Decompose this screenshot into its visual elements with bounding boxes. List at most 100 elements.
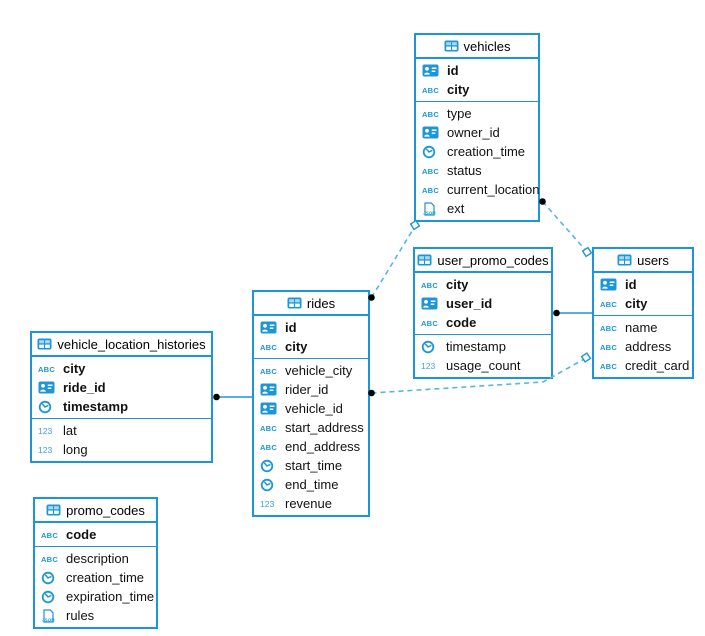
column-row[interactable]: ABC code [415,313,551,332]
person-badge-icon [38,381,59,394]
table-header[interactable]: rides [254,292,368,316]
svg-text:ABC: ABC [260,367,277,376]
abc-icon: ABC [260,366,281,376]
column-row[interactable]: ABC description [35,549,156,568]
primary-key-section: ABC city ride_id timestamp [32,357,211,419]
table-name: vehicles [463,38,511,54]
column-name: type [447,106,472,121]
svg-text:123: 123 [38,426,53,436]
column-row[interactable]: 123 revenue [254,494,368,513]
column-row[interactable]: id [416,61,538,80]
clock-icon [260,459,281,473]
column-row[interactable]: ABC end_address [254,437,368,456]
column-name: start_address [285,420,364,435]
columns-section: ABC type owner_id creation_time ABC stat… [416,102,540,220]
column-row[interactable]: ABC city [416,80,538,99]
svg-text:ABC: ABC [422,186,439,195]
column-row[interactable]: end_time [254,475,368,494]
column-name: owner_id [447,125,500,140]
column-row[interactable]: 123 lat [32,421,211,440]
column-row[interactable]: creation_time [35,568,156,587]
column-name: lat [63,423,77,438]
column-row[interactable]: id [254,318,368,337]
svg-text:ABC: ABC [422,86,439,95]
column-row[interactable]: expiration_time [35,587,156,606]
person-badge-icon [260,383,281,396]
table-header[interactable]: users [594,249,692,273]
column-row[interactable]: 123 long [32,440,211,459]
abc-icon: ABC [421,280,442,290]
relation-user-promo-codes-users[interactable] [553,309,592,317]
table-promo-codes[interactable]: promo_codes ABC code ABC description cre… [33,497,158,629]
primary-key-section: id ABC city [416,59,538,102]
columns-section: ABC name ABC address ABC credit_card [594,316,692,377]
columns-section: 123 lat 123 long [32,419,211,461]
column-name: vehicle_city [285,363,353,378]
column-row[interactable]: ABC city [415,275,551,294]
column-row[interactable]: JSON ext [416,199,538,218]
column-name: address [625,339,672,354]
column-row[interactable]: timestamp [32,397,211,416]
column-row[interactable]: rider_id [254,380,368,399]
column-row[interactable]: ABC status [416,161,538,180]
column-row[interactable]: id [594,275,692,294]
column-name: usage_count [446,358,521,373]
column-name: id [285,320,297,335]
column-row[interactable]: ABC city [32,359,211,378]
column-name: creation_time [66,570,145,585]
column-name: expiration_time [66,589,155,604]
table-name: rides [306,295,336,311]
table-users[interactable]: users id ABC city ABC name ABC address A… [592,247,694,379]
table-vehicles[interactable]: vehicles id ABC city ABC type owner_id [414,33,540,222]
column-row[interactable]: ABC address [594,337,692,356]
column-name: current_location [447,182,540,197]
primary-key-section: id ABC city [594,273,692,316]
column-row[interactable]: ABC name [594,318,692,337]
column-row[interactable]: start_time [254,456,368,475]
table-rides[interactable]: rides id ABC city ABC vehicle_city rider… [252,290,370,517]
column-name: code [446,315,477,330]
column-row[interactable]: ABC vehicle_city [254,361,368,380]
column-row[interactable]: JSON rules [35,606,156,625]
abc-icon: ABC [422,85,443,95]
column-row[interactable]: ABC city [594,294,692,313]
table-header[interactable]: vehicles [416,35,538,59]
abc-icon: ABC [38,364,59,374]
column-row[interactable]: creation_time [416,142,538,161]
svg-text:ABC: ABC [600,343,617,352]
column-name: city [446,277,469,292]
column-name: status [447,163,482,178]
table-user-promo-codes[interactable]: user_promo_codes ABC city user_id ABC co… [413,247,553,379]
column-name: end_time [285,477,339,492]
column-name: description [66,551,129,566]
table-header[interactable]: promo_codes [35,499,156,523]
primary-key-section: ABC city user_id ABC code [415,273,551,335]
table-icon [417,254,432,266]
column-row[interactable]: ABC city [254,337,368,356]
column-row[interactable]: 123 usage_count [415,356,551,375]
abc-icon: ABC [260,423,281,433]
table-header[interactable]: vehicle_location_histories [32,333,211,357]
column-name: creation_time [447,144,526,159]
column-row[interactable]: ABC current_location [416,180,540,199]
table-header[interactable]: user_promo_codes [415,249,551,273]
svg-text:ABC: ABC [260,424,277,433]
column-row[interactable]: ABC type [416,104,538,123]
relation-vehicle-location-histories-rides[interactable] [213,393,252,401]
svg-text:JSON: JSON [423,210,436,215]
svg-text:ABC: ABC [38,365,55,374]
column-row[interactable]: owner_id [416,123,538,142]
column-row[interactable]: ABC credit_card [594,356,692,375]
person-badge-icon [422,126,443,139]
svg-text:ABC: ABC [600,300,617,309]
table-icon [444,40,459,52]
column-row[interactable]: vehicle_id [254,399,368,418]
column-row[interactable]: ABC code [35,525,156,544]
column-row[interactable]: ABC start_address [254,418,368,437]
column-row[interactable]: timestamp [415,337,551,356]
column-row[interactable]: user_id [415,294,551,313]
column-row[interactable]: ride_id [32,378,211,397]
table-vehicle-location-histories[interactable]: vehicle_location_histories ABC city ride… [30,331,213,463]
column-name: timestamp [63,399,129,414]
